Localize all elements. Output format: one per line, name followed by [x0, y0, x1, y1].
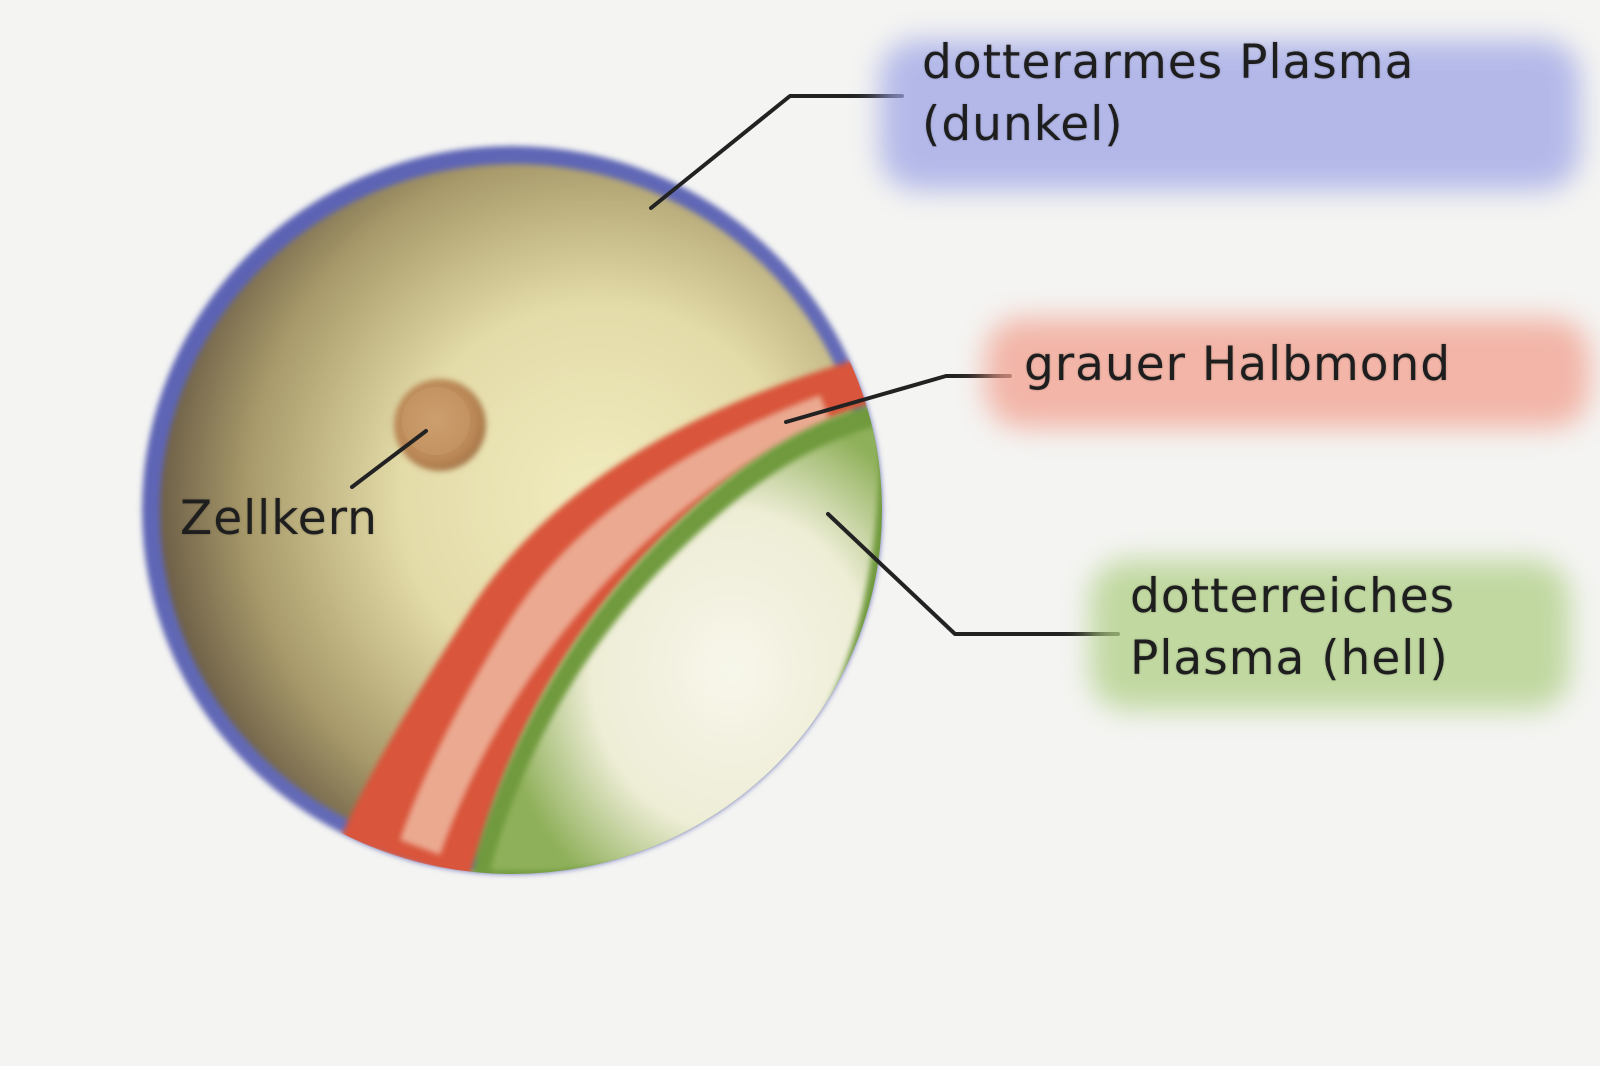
light-plasma-label-line1: dotterreiches	[1130, 569, 1456, 624]
dark-plasma-label-line1: dotterarmes Plasma	[922, 35, 1415, 90]
grey-crescent-label-glow	[985, 318, 1590, 428]
nucleus-label: Zellkern	[180, 488, 378, 550]
light-plasma-label: dotterreiches Plasma (hell)	[1130, 566, 1455, 690]
light-plasma-label-glow	[1090, 560, 1570, 710]
nucleus-label-text: Zellkern	[180, 491, 378, 546]
light-plasma-label-line2: Plasma (hell)	[1130, 631, 1449, 686]
dark-plasma-label: dotterarmes Plasma (dunkel)	[922, 32, 1414, 156]
leader-line-dark-plasma	[649, 94, 904, 210]
leader-line-nucleus	[350, 429, 428, 489]
dark-plasma-label-line2: (dunkel)	[922, 97, 1124, 152]
leader-line-light-plasma	[826, 512, 1120, 636]
nucleus-highlight	[402, 387, 470, 455]
grey-crescent-label-line1: grauer Halbmond	[1024, 337, 1452, 392]
dark-plasma-label-glow	[880, 40, 1580, 190]
grey-crescent-label: grauer Halbmond	[1024, 334, 1451, 396]
